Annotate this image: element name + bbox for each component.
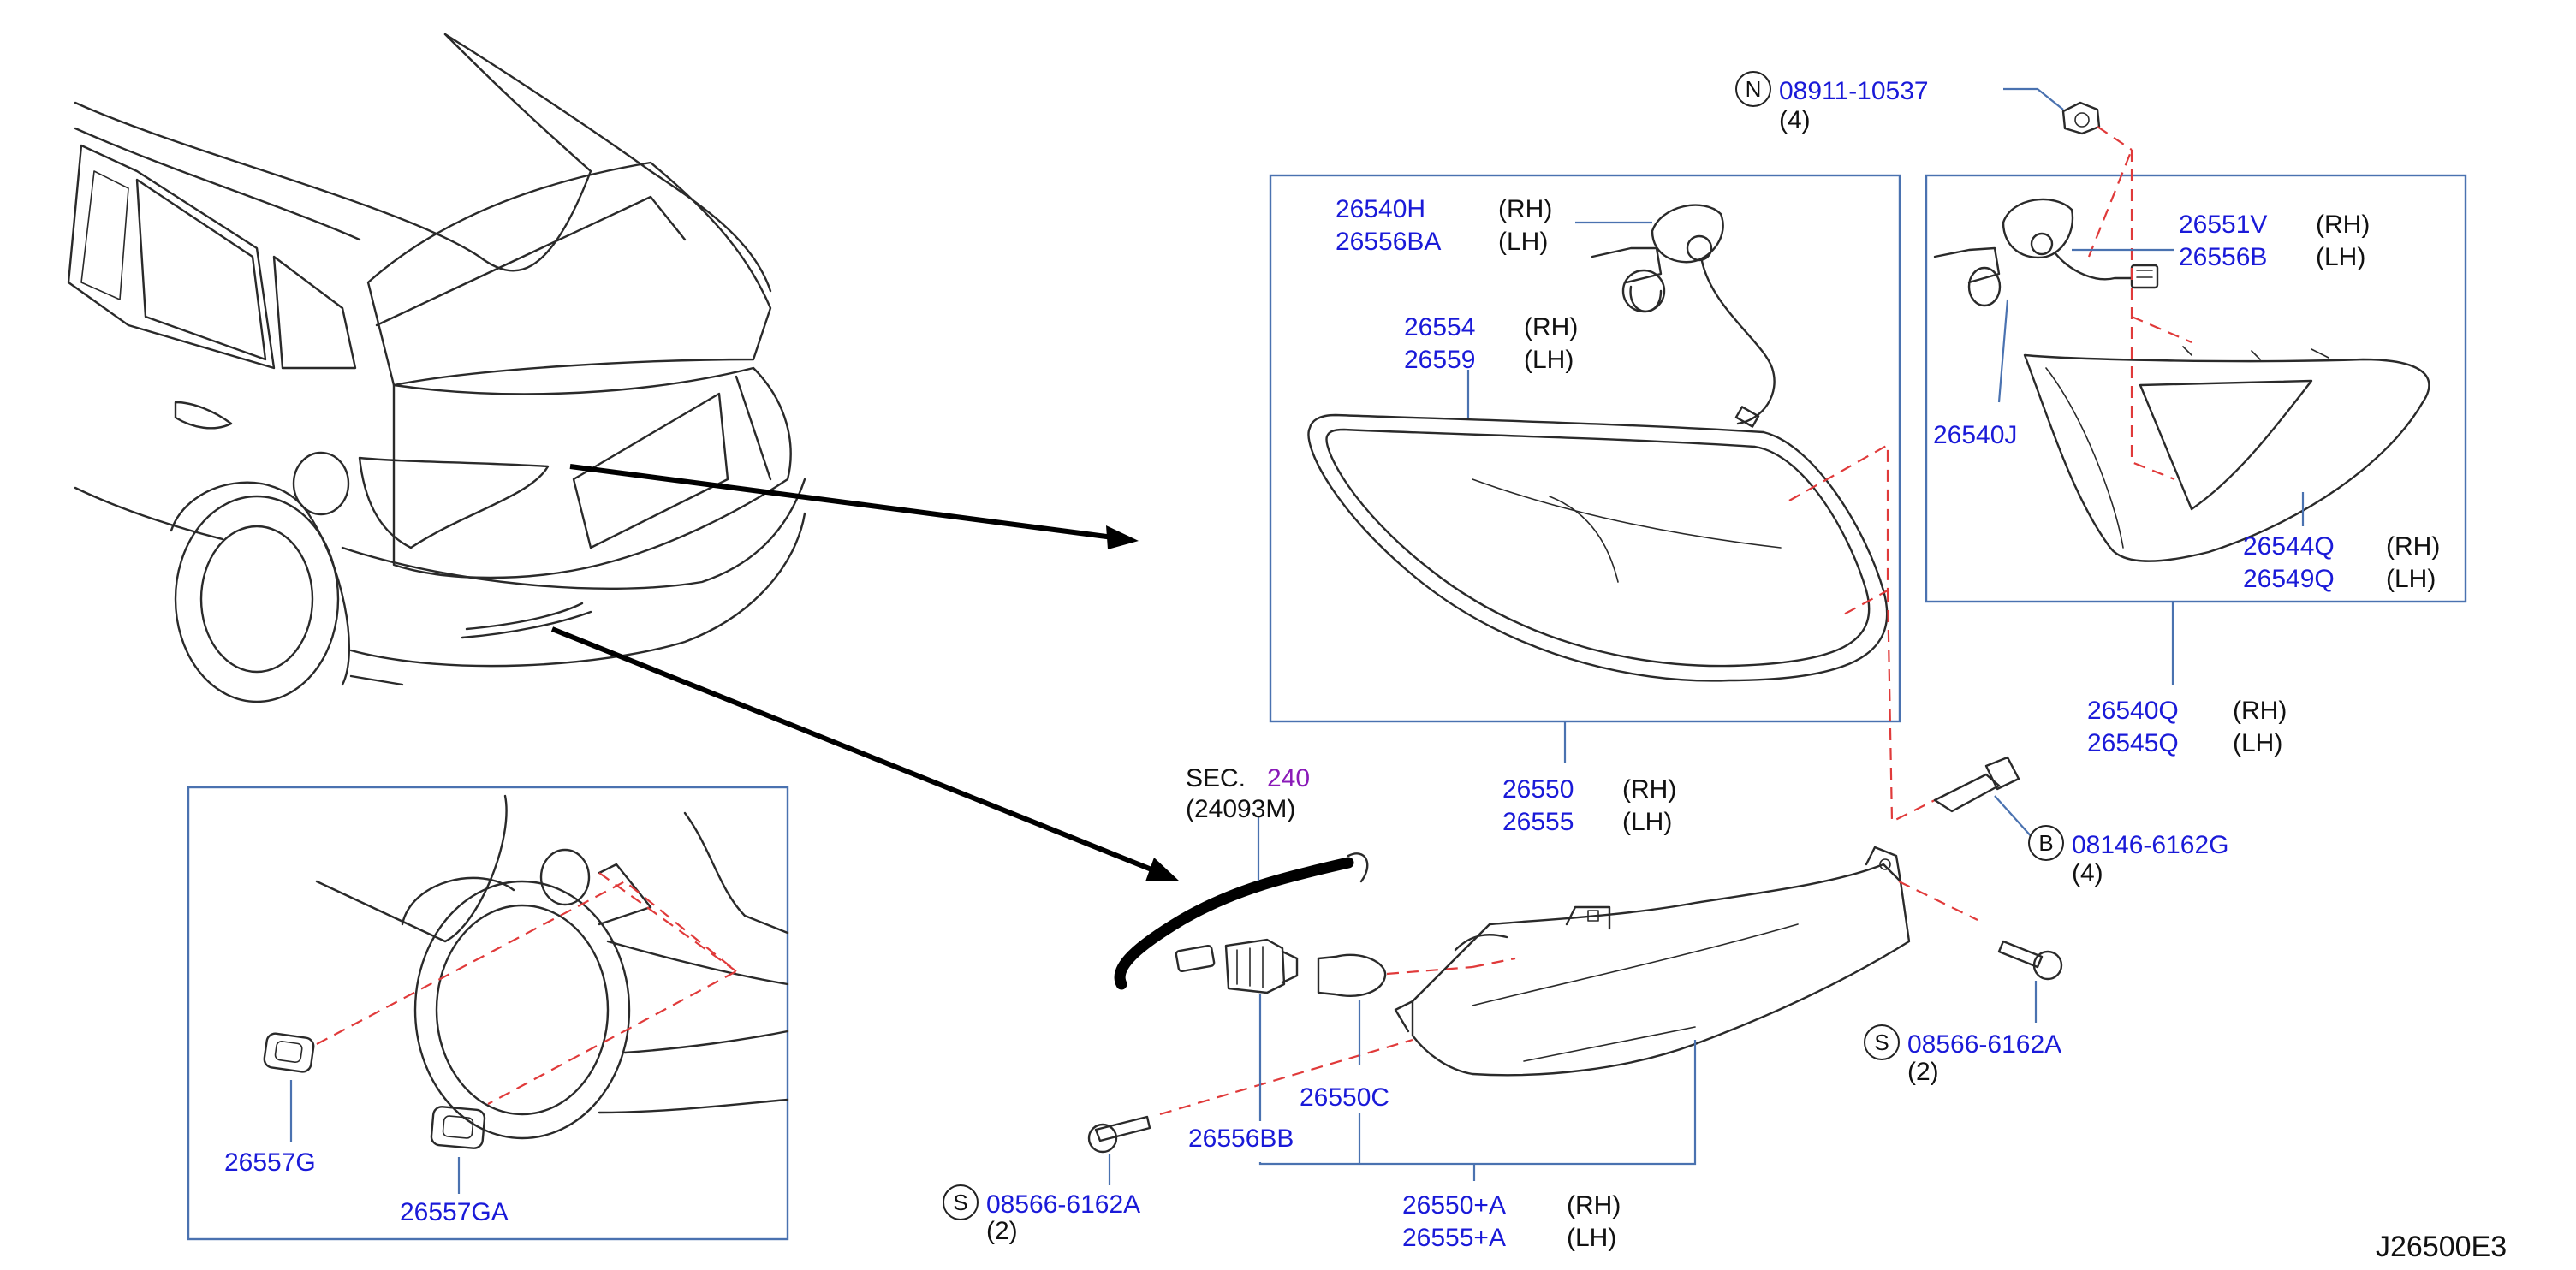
svg-text:(2): (2) [1907,1058,1939,1086]
label-26556BA: 26556BA [1336,228,1441,256]
clip-26557GA [430,1106,486,1149]
label-08146-6162G: 08146-6162G [2072,831,2229,859]
diagram-code: J26500E3 [2376,1231,2507,1263]
label-26550A: 26550+A [1402,1191,1506,1220]
svg-text:(RH): (RH) [1567,1191,1621,1220]
label-26550: 26550 [1502,775,1574,804]
svg-text:(4): (4) [1779,106,1811,134]
svg-text:(RH): (RH) [1524,313,1578,341]
svg-text:(4): (4) [2072,859,2103,887]
label-08566-6162A-right: 08566-6162A [1907,1030,2061,1059]
label-26544Q: 26544Q [2243,532,2335,561]
sec-number: 240 [1267,764,1310,792]
svg-text:(RH): (RH) [1498,195,1552,223]
label-26545Q: 26545Q [2087,729,2179,757]
lens-26554 [1307,413,1889,682]
svg-text:(RH): (RH) [2386,532,2440,561]
svg-text:(RH): (RH) [2316,211,2370,239]
label-26557GA: 26557GA [400,1198,509,1226]
svg-text:(LH): (LH) [2386,565,2436,593]
screw-08566-6162A-left: S 08566-6162A (2) [943,1115,1151,1245]
svg-text:(LH): (LH) [1567,1224,1616,1252]
outer-lamp-group: 26540H (RH) 26556BA (LH) 26554 (RH) 2655… [1269,174,1944,836]
svg-text:N: N [1746,76,1762,102]
label-26549Q: 26549Q [2243,565,2335,593]
label-08566-6162A-left: 08566-6162A [986,1190,1140,1219]
reflector-lamp: S 08566-6162A (2) S 08566-6162A (2) 2655… [943,846,2063,1252]
socket-26556BB [1224,938,1299,994]
svg-text:(LH): (LH) [2233,729,2282,757]
vehicle-rear-illustration [67,33,806,703]
label-26540H: 26540H [1336,195,1425,223]
svg-text:(LH): (LH) [1622,808,1672,836]
svg-text:S: S [953,1190,967,1215]
label-26559: 26559 [1404,346,1475,374]
socket-26551V [1933,198,2159,307]
label-26557G: 26557G [224,1148,316,1177]
label-26551V: 26551V [2179,211,2267,239]
svg-text:S: S [1874,1030,1889,1055]
label-26556B: 26556B [2179,243,2267,271]
screw-08566-6162A-right: S 08566-6162A (2) [1864,940,2063,1086]
sec-subref: (24093M) [1186,795,1295,823]
label-08911-10537: 08911-10537 [1779,77,1929,105]
callout-arrows [550,464,1180,881]
nut-08911-10537: N 08911-10537 (4) [1735,71,2133,151]
label-26550C: 26550C [1300,1083,1389,1112]
inner-lamp-group: 26540J 26551V (RH) 26556B (LH) 26544Q (R… [1925,149,2467,757]
bolt-08146-6162G: B 08146-6162G (4) [1933,756,2229,887]
svg-text:(2): (2) [986,1217,1018,1245]
inner-lens-26544Q [2023,346,2430,562]
clip-inset: 26557G 26557GA [187,786,789,1241]
label-26554: 26554 [1404,313,1475,341]
bulb-26550C [1317,953,1387,997]
clip-26557G [263,1032,315,1073]
svg-text:(LH): (LH) [1524,346,1574,374]
svg-text:(LH): (LH) [1498,228,1548,256]
label-26556BB: 26556BB [1188,1125,1294,1153]
svg-text:(RH): (RH) [2233,697,2287,725]
svg-text:(RH): (RH) [1622,775,1676,804]
label-26555: 26555 [1502,808,1574,836]
label-26540Q: 26540Q [2087,697,2179,725]
socket-26540H [1591,204,1776,428]
svg-text:(LH): (LH) [2316,243,2365,271]
svg-text:B: B [2038,830,2053,856]
sec-prefix: SEC. [1186,764,1246,792]
label-26555A: 26555+A [1402,1224,1506,1252]
label-26540J: 26540J [1933,421,2017,449]
harness-24093M: SEC. 240 (24093M) [1114,764,1369,990]
